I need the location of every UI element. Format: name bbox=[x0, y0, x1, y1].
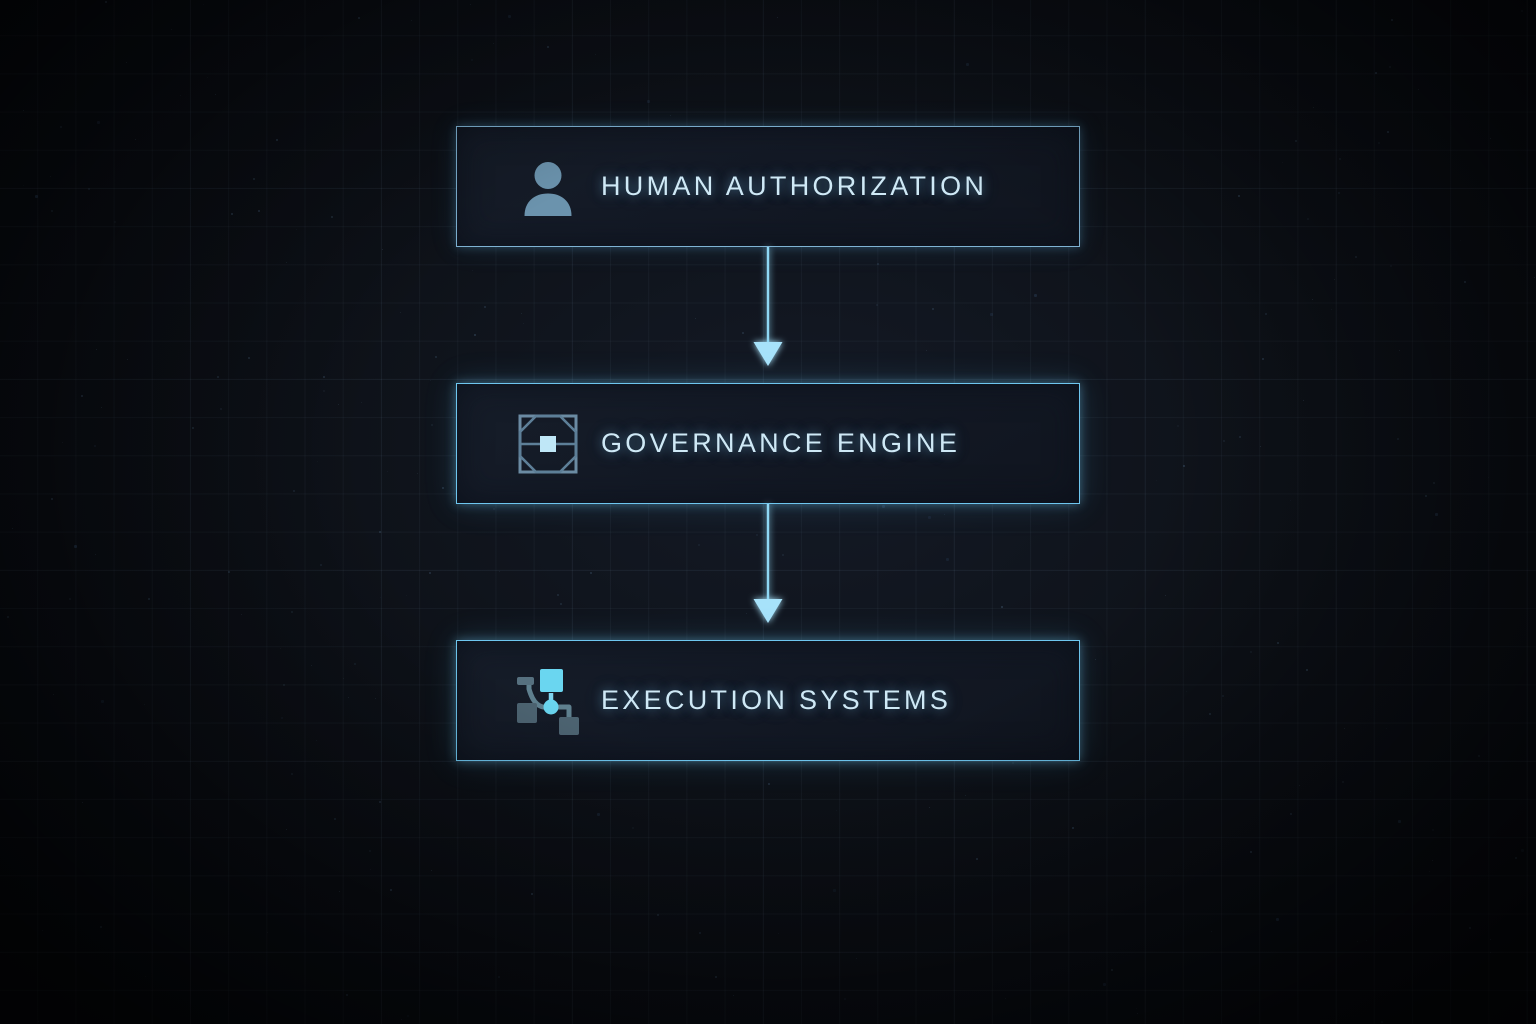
arrow-down-icon bbox=[753, 247, 783, 366]
node-label-human-authorization: HUMAN AUTHORIZATION bbox=[601, 171, 988, 201]
node-governance-engine[interactable]: GOVERNANCE ENGINE bbox=[456, 383, 1080, 504]
node-label-execution-systems: EXECUTION SYSTEMS bbox=[601, 685, 952, 715]
connector-1 bbox=[456, 247, 1080, 383]
person-icon bbox=[509, 158, 587, 216]
connector-2 bbox=[456, 504, 1080, 640]
node-label-governance-engine: GOVERNANCE ENGINE bbox=[601, 428, 961, 458]
arrow-down-icon bbox=[753, 504, 783, 623]
node-network-icon bbox=[509, 667, 587, 735]
node-human-authorization[interactable]: HUMAN AUTHORIZATION bbox=[456, 126, 1080, 247]
node-execution-systems[interactable]: EXECUTION SYSTEMS bbox=[456, 640, 1080, 761]
flow-diagram: HUMAN AUTHORIZATION bbox=[456, 126, 1080, 761]
governance-core-icon bbox=[509, 414, 587, 474]
